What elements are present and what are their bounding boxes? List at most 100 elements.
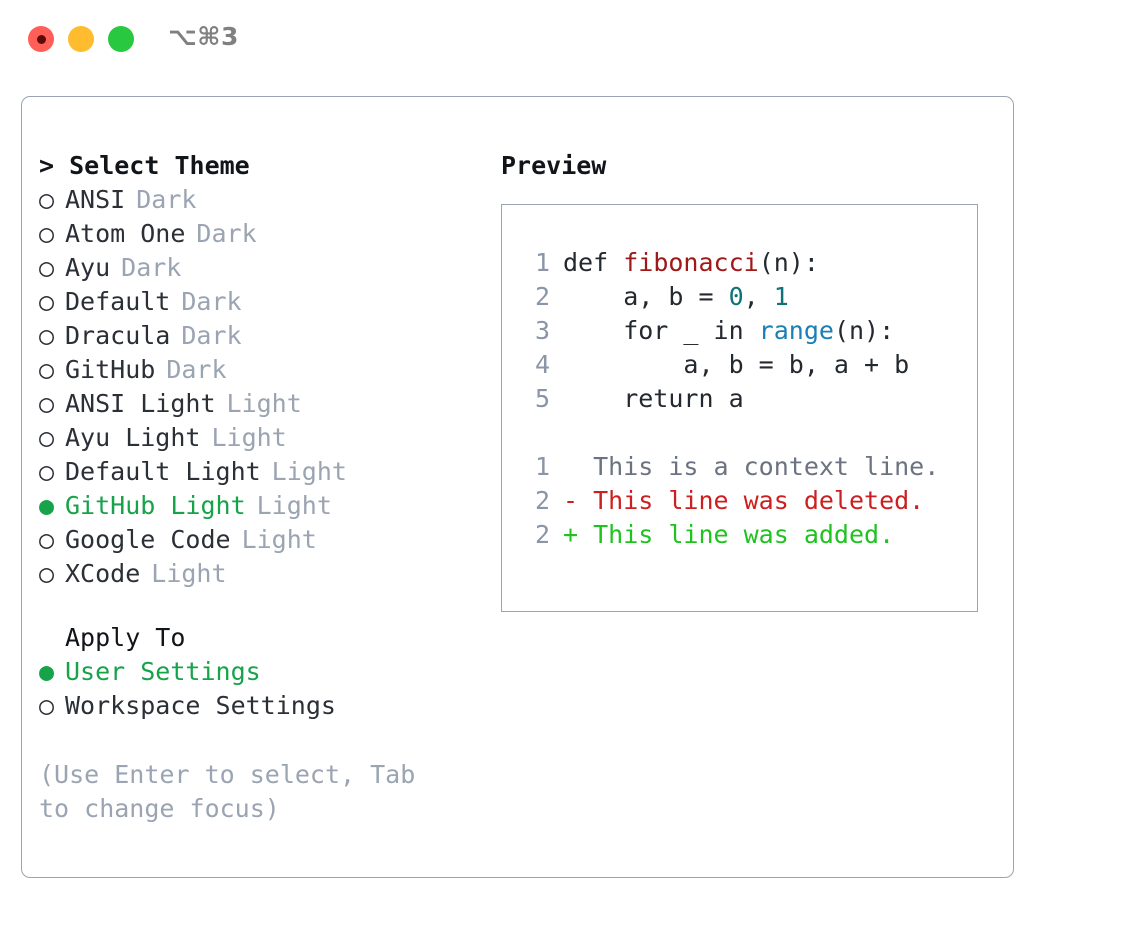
radio-unselected-icon: ○ bbox=[39, 525, 55, 554]
code-token-plain: a, b = bbox=[563, 282, 729, 311]
code-line-number: 5 bbox=[534, 384, 550, 413]
maximize-button[interactable] bbox=[108, 26, 134, 52]
code-token-func: fibonacci bbox=[623, 248, 759, 277]
diff-line-added: 2 + This line was added. bbox=[522, 518, 971, 552]
radio-unselected-icon: ○ bbox=[39, 219, 55, 248]
theme-option-ansi-light[interactable]: ○ ANSI Light Light bbox=[39, 387, 499, 421]
apply-to-option-user-settings[interactable]: ● User Settings bbox=[39, 655, 499, 689]
code-line: 1 def fibonacci(n): bbox=[522, 246, 971, 280]
radio-unselected-icon: ○ bbox=[39, 253, 55, 282]
diff-line-number: 2 bbox=[534, 520, 550, 549]
diff-line-removed: 2 - This line was deleted. bbox=[522, 484, 971, 518]
diff-sample: 1 This is a context line.2- This line wa… bbox=[522, 450, 971, 552]
keyboard-shortcut-label: ⌥⌘3 bbox=[168, 22, 239, 51]
theme-option-kind: Dark bbox=[121, 253, 182, 282]
theme-option-default-light[interactable]: ○ Default Light Light bbox=[39, 455, 499, 489]
apply-to-section: Apply To ● User Settings ○ Workspace Settin… bbox=[39, 621, 499, 723]
diff-line-number: 2 bbox=[534, 486, 550, 515]
radio-unselected-icon: ○ bbox=[39, 321, 55, 350]
code-token-plain: for _ in bbox=[563, 316, 759, 345]
code-token-plain: return a bbox=[563, 384, 744, 413]
theme-option-google-code[interactable]: ○ Google Code Light bbox=[39, 523, 499, 557]
select-theme-heading: > Select Theme bbox=[39, 151, 250, 180]
code-line: 5 return a bbox=[522, 382, 971, 416]
code-token-plain: a, b = b, a + b bbox=[563, 350, 910, 379]
code-line: 4 a, b = b, a + b bbox=[522, 348, 971, 382]
theme-option-label: Default bbox=[65, 287, 171, 316]
theme-option-label: Default Light bbox=[65, 457, 261, 486]
theme-option-kind: Light bbox=[241, 525, 317, 554]
title-bar: ⌥⌘3 bbox=[0, 0, 1140, 78]
code-line: 3 for _ in range(n): bbox=[522, 314, 971, 348]
code-token-call: range bbox=[758, 316, 834, 345]
theme-option-default[interactable]: ○ Default Dark bbox=[39, 285, 499, 319]
theme-option-label: Google Code bbox=[65, 525, 231, 554]
diff-line-number: 1 bbox=[534, 452, 550, 481]
theme-option-github[interactable]: ○ GitHub Dark bbox=[39, 353, 499, 387]
radio-unselected-icon: ○ bbox=[39, 457, 55, 486]
theme-option-label: XCode bbox=[65, 559, 141, 588]
code-line-number: 4 bbox=[534, 350, 550, 379]
code-token-plain: (n): bbox=[758, 248, 819, 277]
radio-unselected-icon: ○ bbox=[39, 559, 55, 588]
code-line: 2 a, b = 0, 1 bbox=[522, 280, 971, 314]
radio-unselected-icon: ○ bbox=[39, 287, 55, 316]
theme-option-kind: Light bbox=[151, 559, 227, 588]
code-line-number: 3 bbox=[534, 316, 550, 345]
theme-option-ayu-light[interactable]: ○ Ayu Light Light bbox=[39, 421, 499, 455]
diff-line-text: - This line was deleted. bbox=[563, 486, 925, 515]
radio-selected-icon: ● bbox=[39, 491, 55, 520]
radio-selected-icon: ● bbox=[39, 657, 55, 686]
code-line-number: 1 bbox=[534, 248, 550, 277]
code-token-num: 0 bbox=[728, 282, 744, 311]
theme-option-label: Dracula bbox=[65, 321, 171, 350]
radio-unselected-icon: ○ bbox=[39, 389, 55, 418]
theme-option-kind: Light bbox=[256, 491, 332, 520]
diff-line-text: This is a context line. bbox=[563, 452, 940, 481]
apply-to-option-label: User Settings bbox=[65, 657, 261, 686]
radio-unselected-icon: ○ bbox=[39, 185, 55, 214]
theme-option-kind: Light bbox=[271, 457, 347, 486]
theme-option-kind: Dark bbox=[136, 185, 197, 214]
theme-option-ayu[interactable]: ○ Ayu Dark bbox=[39, 251, 499, 285]
theme-option-label: Ayu bbox=[65, 253, 111, 282]
theme-option-dracula[interactable]: ○ Dracula Dark bbox=[39, 319, 499, 353]
apply-to-rows: ● User Settings ○ Workspace Settings bbox=[39, 655, 499, 723]
theme-option-kind: Dark bbox=[196, 219, 257, 248]
theme-option-xcode[interactable]: ○ XCode Light bbox=[39, 557, 499, 591]
radio-unselected-icon: ○ bbox=[39, 423, 55, 452]
radio-unselected-icon: ○ bbox=[39, 691, 55, 720]
apply-to-option-workspace-settings[interactable]: ○ Workspace Settings bbox=[39, 689, 499, 723]
theme-option-kind: Light bbox=[211, 423, 287, 452]
theme-option-label: Ayu Light bbox=[65, 423, 201, 452]
radio-unselected-icon: ○ bbox=[39, 355, 55, 384]
minimize-button[interactable] bbox=[68, 26, 94, 52]
code-token-plain: , bbox=[743, 282, 774, 311]
apply-to-option-label: Workspace Settings bbox=[65, 691, 336, 720]
theme-option-kind: Light bbox=[226, 389, 302, 418]
theme-option-ansi[interactable]: ○ ANSI Dark bbox=[39, 183, 499, 217]
close-button[interactable] bbox=[28, 26, 54, 52]
theme-option-label: Atom One bbox=[65, 219, 186, 248]
theme-option-label: ANSI bbox=[65, 185, 126, 214]
theme-option-kind: Dark bbox=[166, 355, 227, 384]
diff-line-text: + This line was added. bbox=[563, 520, 895, 549]
window-controls bbox=[28, 26, 134, 52]
apply-to-heading: Apply To bbox=[65, 623, 186, 652]
theme-option-label: GitHub bbox=[65, 355, 156, 384]
theme-option-kind: Dark bbox=[181, 321, 242, 350]
diff-line-context: 1 This is a context line. bbox=[522, 450, 971, 484]
theme-option-label: ANSI Light bbox=[65, 389, 216, 418]
code-token-plain: def bbox=[563, 248, 624, 277]
theme-option-atom-one[interactable]: ○ Atom One Dark bbox=[39, 217, 499, 251]
theme-option-kind: Dark bbox=[181, 287, 242, 316]
keyboard-hint-text: (Use Enter to select, Tab to change focu… bbox=[39, 760, 416, 823]
